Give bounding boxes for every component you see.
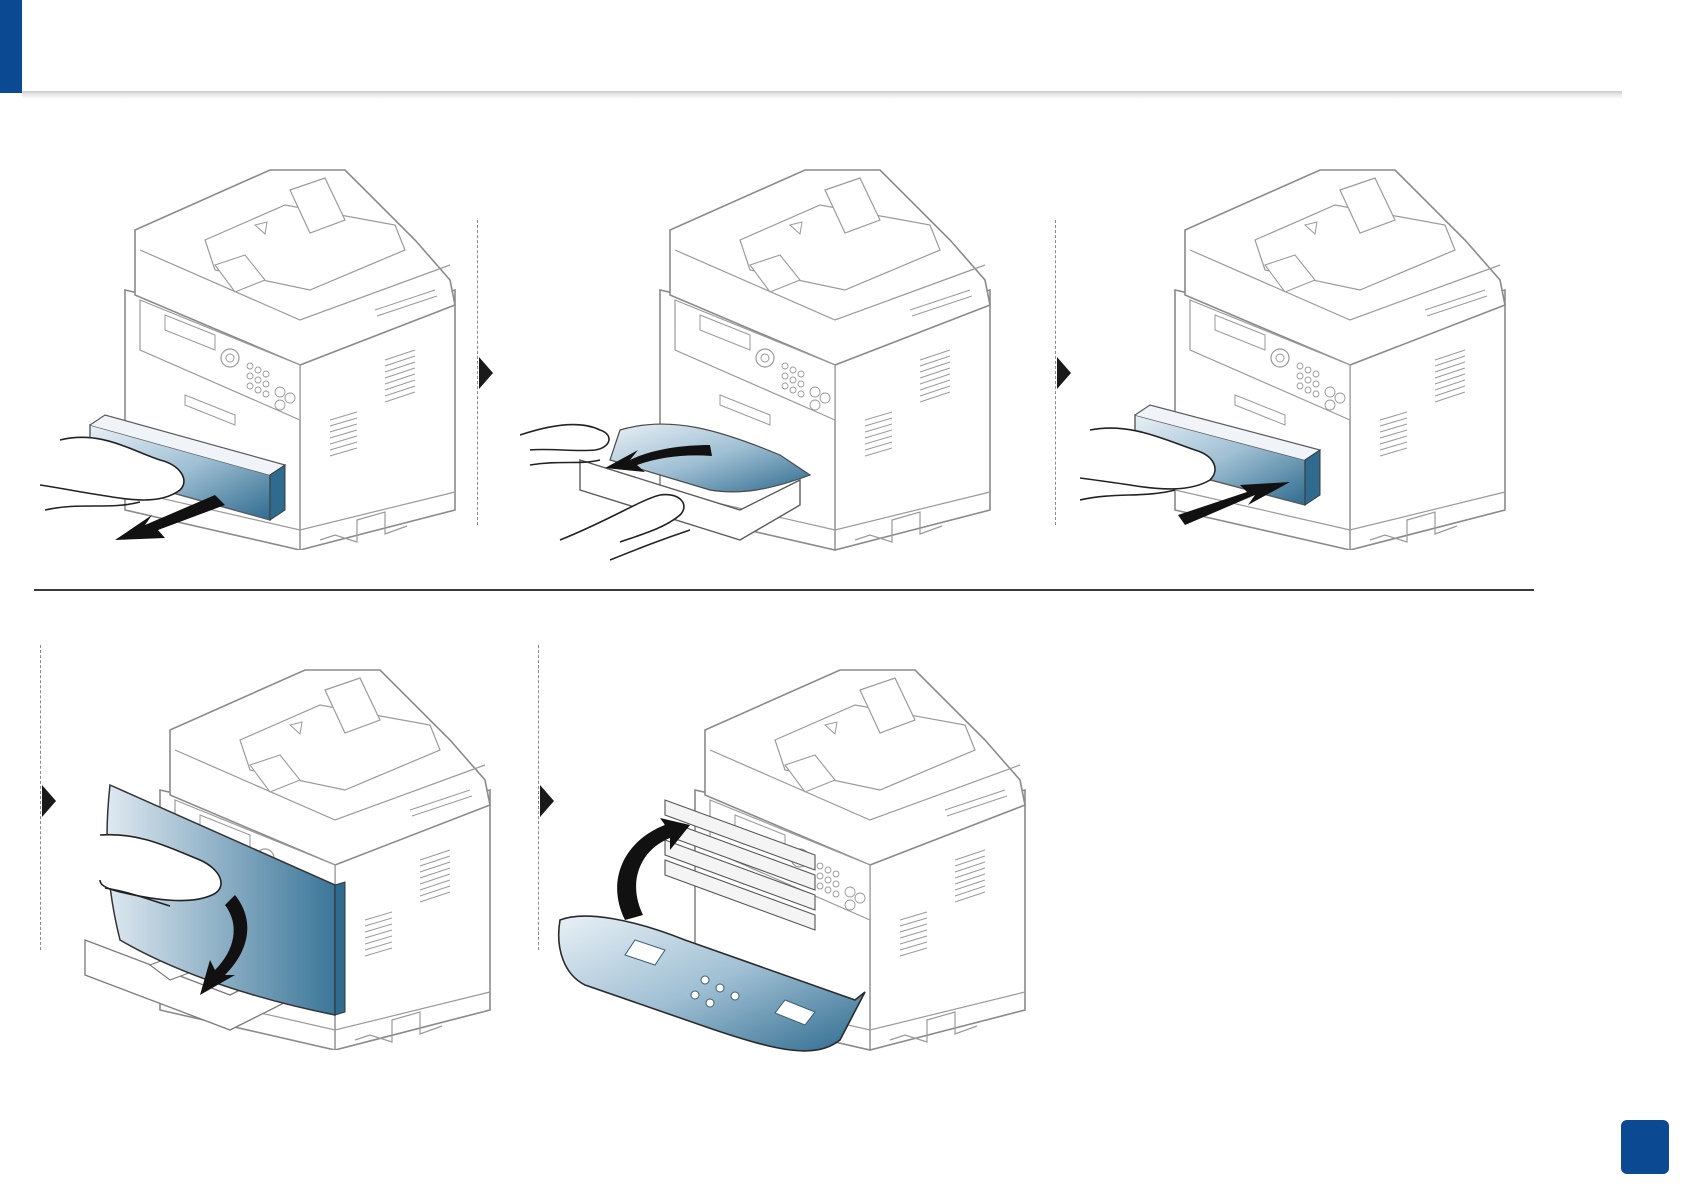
page-number-badge xyxy=(1621,1120,1669,1174)
header-rule xyxy=(22,91,1622,99)
open-front-cover-illustration xyxy=(60,620,500,1050)
close-front-cover-illustration xyxy=(555,620,1035,1080)
next-step-arrow xyxy=(540,785,554,817)
step-separator xyxy=(40,645,41,950)
next-step-arrow xyxy=(479,357,493,389)
pull-tray-out-illustration xyxy=(40,130,470,550)
step-separator xyxy=(477,220,478,525)
push-tray-in-illustration xyxy=(1080,130,1510,550)
next-step-arrow xyxy=(1057,357,1071,389)
section-divider xyxy=(34,589,1534,591)
step-separator xyxy=(538,645,539,950)
remove-jammed-paper-illustration xyxy=(520,130,1000,570)
chapter-tab xyxy=(0,0,22,93)
step-separator xyxy=(1055,220,1056,525)
next-step-arrow xyxy=(42,785,56,817)
